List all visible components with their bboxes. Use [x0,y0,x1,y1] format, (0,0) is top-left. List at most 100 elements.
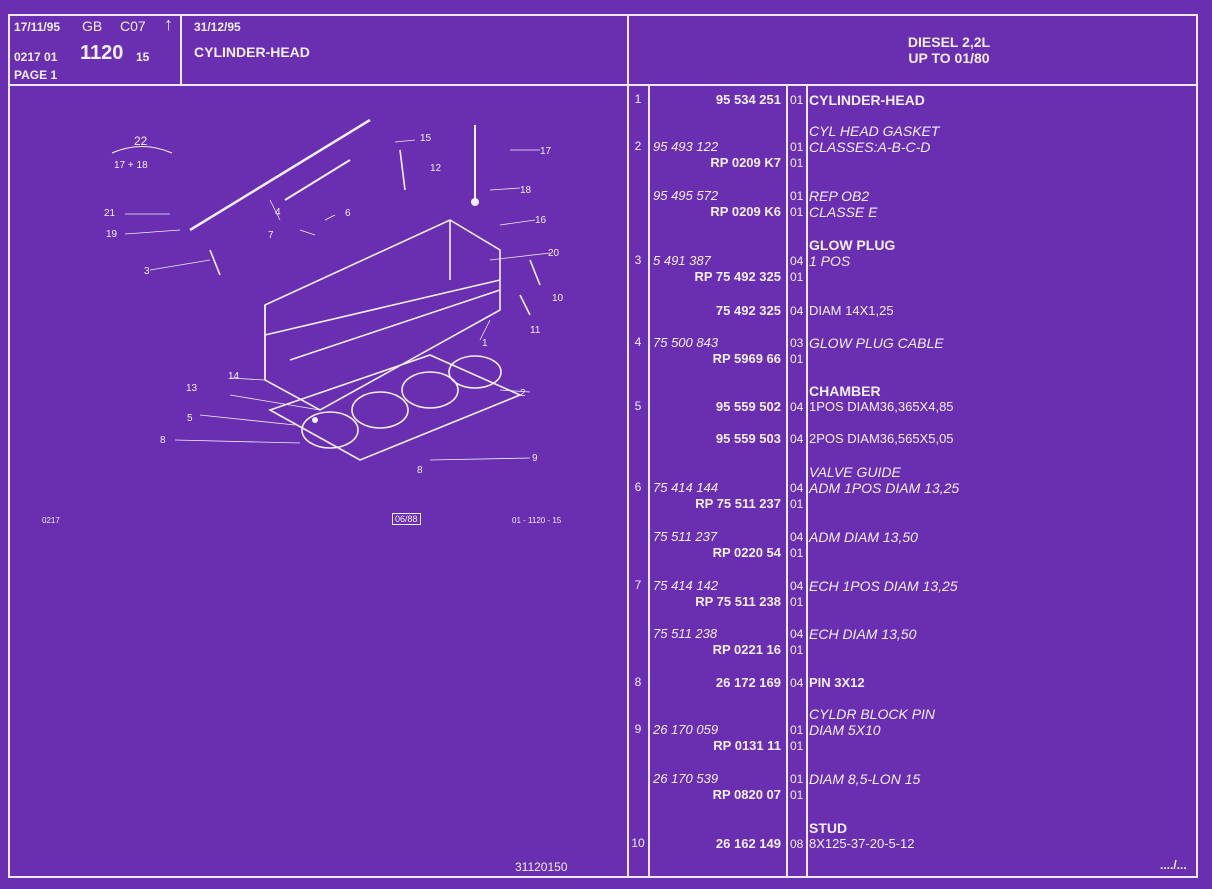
callout-20: 20 [548,248,560,259]
quantity: 04 [790,579,804,593]
part-number-cell: 26 162 149 [653,836,781,852]
description-text: ADM DIAM 13,50 [809,529,918,545]
part-number: 95 559 503 [715,431,781,446]
item-number: 6 [634,480,642,494]
figure-code-right: 01 - 1120 - 15 [512,516,562,525]
part-number: 75 492 325 [715,303,781,318]
part-number-cell: 26 172 169 [653,675,781,691]
description-text: DIAM 14X1,25 [809,303,894,318]
item-number: 9 [634,722,642,736]
description-cell: 2POS DIAM36,565X5,05 [809,431,954,447]
bracket-label-top: 22 [134,134,148,148]
part-number-cell: 95 534 251 [653,92,781,108]
description-text: CLASSES:A-B-C-D [809,139,931,155]
item-number: 10 [631,836,645,850]
callout-8b: 8 [417,465,423,476]
replacement-part-number: RP 0131 11 [713,738,781,753]
column-divider-part [786,86,788,878]
quantity: 04 [790,304,804,318]
replacement-part-number: RP 75 511 237 [695,496,781,511]
description-text: 1 POS [809,253,851,269]
page-frame [8,14,1198,878]
description-heading: CYLDR BLOCK PIN [809,706,936,722]
description-text: ECH DIAM 13,50 [809,626,917,642]
description-cell: ECH DIAM 13,50 [809,626,916,642]
description-cell: ECH 1POS DIAM 13,25 [809,578,958,594]
header-ref-big: 1120 [80,42,124,64]
callout-10: 10 [552,293,564,304]
item-number: 4 [634,335,642,349]
quantity-cell: 04 [790,399,808,415]
item-number: 2 [634,139,642,153]
description-heading: CYL HEAD GASKET [809,123,940,139]
description-heading: STUD [809,820,848,836]
replacement-part-number: RP 0220 54 [712,545,781,560]
replacement-part-number: RP 0221 16 [712,642,781,657]
quantity: 01 [790,723,804,737]
quantity: 08 [790,837,804,851]
item-number: 5 [634,399,642,413]
quantity: 04 [790,400,804,414]
description-heading: CHAMBER [809,383,881,399]
quantity-cell: 01 [790,92,808,108]
quantity: 01 [790,156,804,170]
quantity: 01 [790,352,804,366]
description-heading: VALVE GUIDE [809,464,901,480]
part-number: 95 493 122 [653,139,719,154]
description-text: ECH 1POS DIAM 13,25 [809,578,958,594]
quantity: 04 [790,627,804,641]
replacement-part-number: RP 0820 07 [712,787,781,802]
description-heading: REP OB2 [809,188,870,204]
part-number: 75 500 843 [653,335,719,350]
continuation-marker: ..../... [1160,858,1187,872]
callout-3: 3 [144,266,150,277]
engine-line-1: DIESEL 2,2L [907,34,991,50]
quantity: 01 [790,739,804,753]
cylinder-head-exploded-diagram [111,118,551,461]
replacement-part-number: RP 75 492 325 [694,269,782,284]
part-number: 26 172 169 [715,675,781,690]
callout-9: 9 [532,453,538,464]
description-text: 2POS DIAM36,565X5,05 [809,431,954,446]
header-date1: 17/11/95 [14,20,61,34]
quantity-cell: 04 [790,303,808,319]
callout-5: 5 [187,413,193,424]
quantity: 01 [790,788,804,802]
quantity: 01 [790,205,804,219]
callout-13: 13 [186,383,198,394]
quantity: 01 [790,643,804,657]
replacement-part-number: RP 0209 K7 [710,155,781,170]
description-text: PIN 3X12 [809,675,865,690]
description-cell: ADM DIAM 13,50 [809,529,918,545]
column-divider-main [627,14,629,878]
figure-code-box: 06/88 [392,513,421,525]
description-text: ADM 1POS DIAM 13,25 [809,480,960,496]
quantity-cell: 04 [790,431,808,447]
description-cell: CYLINDER-HEAD [809,92,925,108]
description-cell: DIAM 8,5-LON 15 [809,771,920,787]
description-text: 8X125-37-20-5-12 [809,836,915,851]
description-heading: GLOW PLUG [809,237,896,253]
bracket-label-bottom: 17 + 18 [114,160,148,171]
column-divider-item [648,86,650,878]
header-ref-a: 0217 01 [14,50,58,64]
quantity: 01 [790,595,804,609]
description-text: GLOW PLUG CABLE [809,335,944,351]
column-divider-qty [806,86,808,878]
item-number: 1 [634,92,642,106]
header-page: PAGE 1 [14,68,58,82]
callout-8: 8 [160,435,166,446]
